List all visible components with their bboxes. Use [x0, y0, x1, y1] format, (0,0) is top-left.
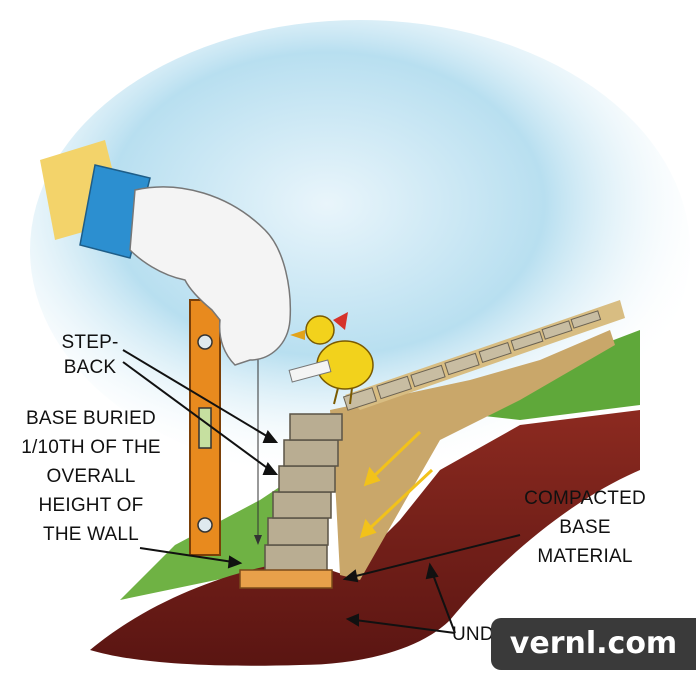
compacted-line-2: BASE — [515, 513, 655, 542]
step-back-line-2: BACK — [60, 355, 120, 380]
compacted-line-3: MATERIAL — [515, 542, 655, 571]
level-tool — [190, 300, 220, 555]
compacted-label: COMPACTED BASE MATERIAL — [515, 484, 655, 571]
base-buried-line-2: 1/10TH OF THE — [12, 433, 170, 462]
base-buried-label: BASE BURIED 1/10TH OF THE OVERALL HEIGHT… — [12, 404, 170, 549]
compacted-line-1: COMPACTED — [515, 484, 655, 513]
base-buried-line-4: HEIGHT OF — [12, 491, 170, 520]
base-buried-line-3: OVERALL — [12, 462, 170, 491]
watermark: vernl.com — [491, 618, 696, 670]
step-back-line-1: STEP- — [60, 330, 120, 355]
base-buried-line-1: BASE BURIED — [12, 404, 170, 433]
step-back-label: STEP- BACK — [60, 330, 120, 380]
base-buried-line-5: THE WALL — [12, 520, 170, 549]
base-pad — [240, 570, 332, 588]
